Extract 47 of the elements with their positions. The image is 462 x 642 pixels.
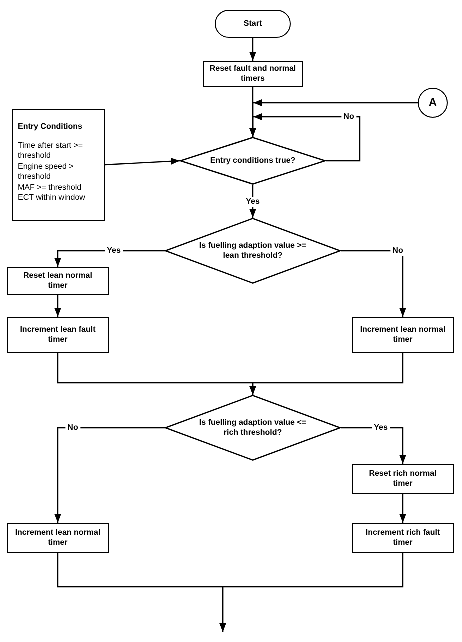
arrow (54, 250, 165, 267)
condition-text: ECT within window (18, 192, 86, 204)
note-box (12, 109, 105, 221)
decision-text: Is fuelling adaption value <= rich threshold? (198, 418, 308, 438)
process-text: Increment lean normal timer (359, 325, 447, 345)
arrow (250, 38, 256, 61)
decision-text: Entry conditions true? (210, 156, 296, 166)
terminator-label: Start (244, 19, 262, 29)
note-heading: Entry Conditions (18, 122, 82, 132)
reference-circle (418, 88, 448, 118)
edge-label: Yes (105, 246, 123, 256)
process-text: Increment lean normal timer (14, 528, 102, 548)
arrow (400, 494, 406, 523)
process-text: Reset lean normal timer (22, 271, 94, 291)
start-terminator (215, 10, 291, 38)
process-text: Reset rich normal timer (368, 469, 438, 489)
arrow (54, 295, 62, 317)
decision-diamond (165, 218, 341, 284)
arrow (250, 353, 404, 395)
edge-label: No (390, 246, 406, 256)
decision-text: Is fuelling adaption value >= lean threshold? (198, 241, 308, 261)
process-box (203, 61, 303, 87)
process-box (352, 523, 454, 553)
edge-label: No (66, 423, 80, 433)
arrow (220, 553, 404, 632)
reference-label: A (429, 98, 437, 108)
arrow (250, 114, 361, 162)
arrow (341, 250, 406, 317)
edge-label: Yes (372, 423, 390, 433)
edge-label: Yes (244, 197, 262, 207)
process-box (7, 317, 109, 353)
condition-text: Engine speed > threshold (18, 162, 75, 183)
condition-text: Time after start >= threshold (18, 141, 84, 162)
decision-diamond (180, 137, 326, 185)
process-box (352, 464, 454, 494)
process-box (7, 267, 109, 295)
process-text: Increment lean fault timer (19, 325, 97, 345)
process-box (7, 523, 109, 553)
arrow (104, 158, 180, 166)
decision-diamond (165, 395, 341, 461)
process-text: Increment rich fault timer (364, 528, 442, 548)
arrow (54, 427, 165, 523)
condition-text: MAF >= threshold (18, 182, 82, 193)
edge-label: No (342, 112, 356, 122)
process-text: Reset fault and normal timers (208, 64, 298, 84)
arrow (341, 427, 406, 464)
process-box (352, 317, 454, 353)
